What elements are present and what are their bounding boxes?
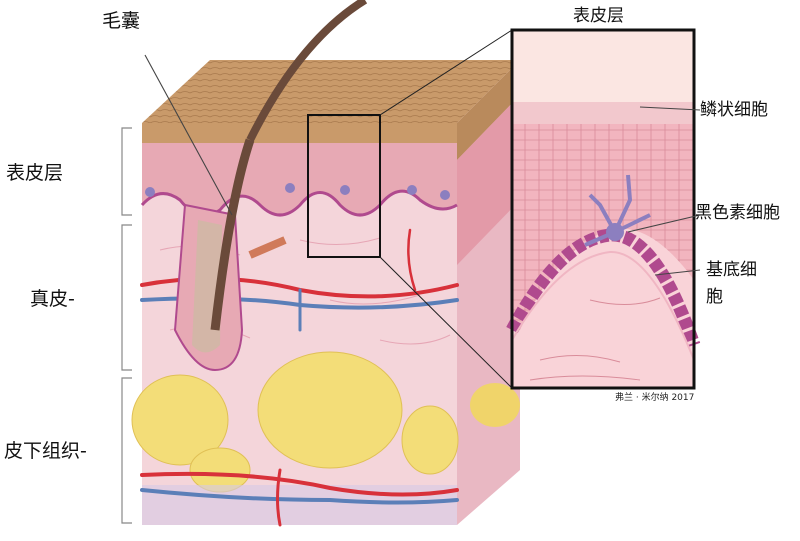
subcutaneous-fat	[131, 351, 459, 493]
layer-brackets	[121, 127, 132, 524]
label-epidermis: 表皮层	[6, 162, 64, 184]
block-front-face	[131, 0, 459, 527]
label-basal-cells-line1: 基底细	[706, 260, 757, 280]
magnified-inset	[506, 28, 701, 390]
skin-surface-top	[142, 60, 520, 123]
melanocyte-cell-inset	[584, 174, 651, 247]
label-hair-follicle: 毛囊	[102, 10, 141, 32]
dermis-inset-fibers	[529, 297, 661, 381]
zoom-selection-box	[307, 114, 381, 258]
zoom-connector-lines	[379, 29, 513, 389]
hair-follicle-structure	[173, 0, 368, 372]
label-dermis: 真皮-	[30, 288, 75, 310]
illustration-credit: 弗兰 · 米尔纳 2017	[615, 393, 695, 403]
block-side-face	[457, 60, 520, 525]
melanocyte-cells-front	[145, 183, 450, 200]
label-epidermis-inset: 表皮层	[573, 6, 624, 26]
epidermis-layer	[142, 143, 457, 216]
surface-keratin-layer	[142, 123, 457, 143]
label-subcutaneous-tissue: 皮下组织-	[4, 440, 87, 462]
label-basal-cells-line2: 胞	[706, 287, 723, 307]
basal-cell-row	[506, 228, 701, 348]
label-pointer-lines	[144, 54, 701, 276]
label-squamous-cells: 鳞状细胞	[700, 100, 768, 120]
label-melanocyte: 黑色素细胞	[695, 203, 780, 223]
